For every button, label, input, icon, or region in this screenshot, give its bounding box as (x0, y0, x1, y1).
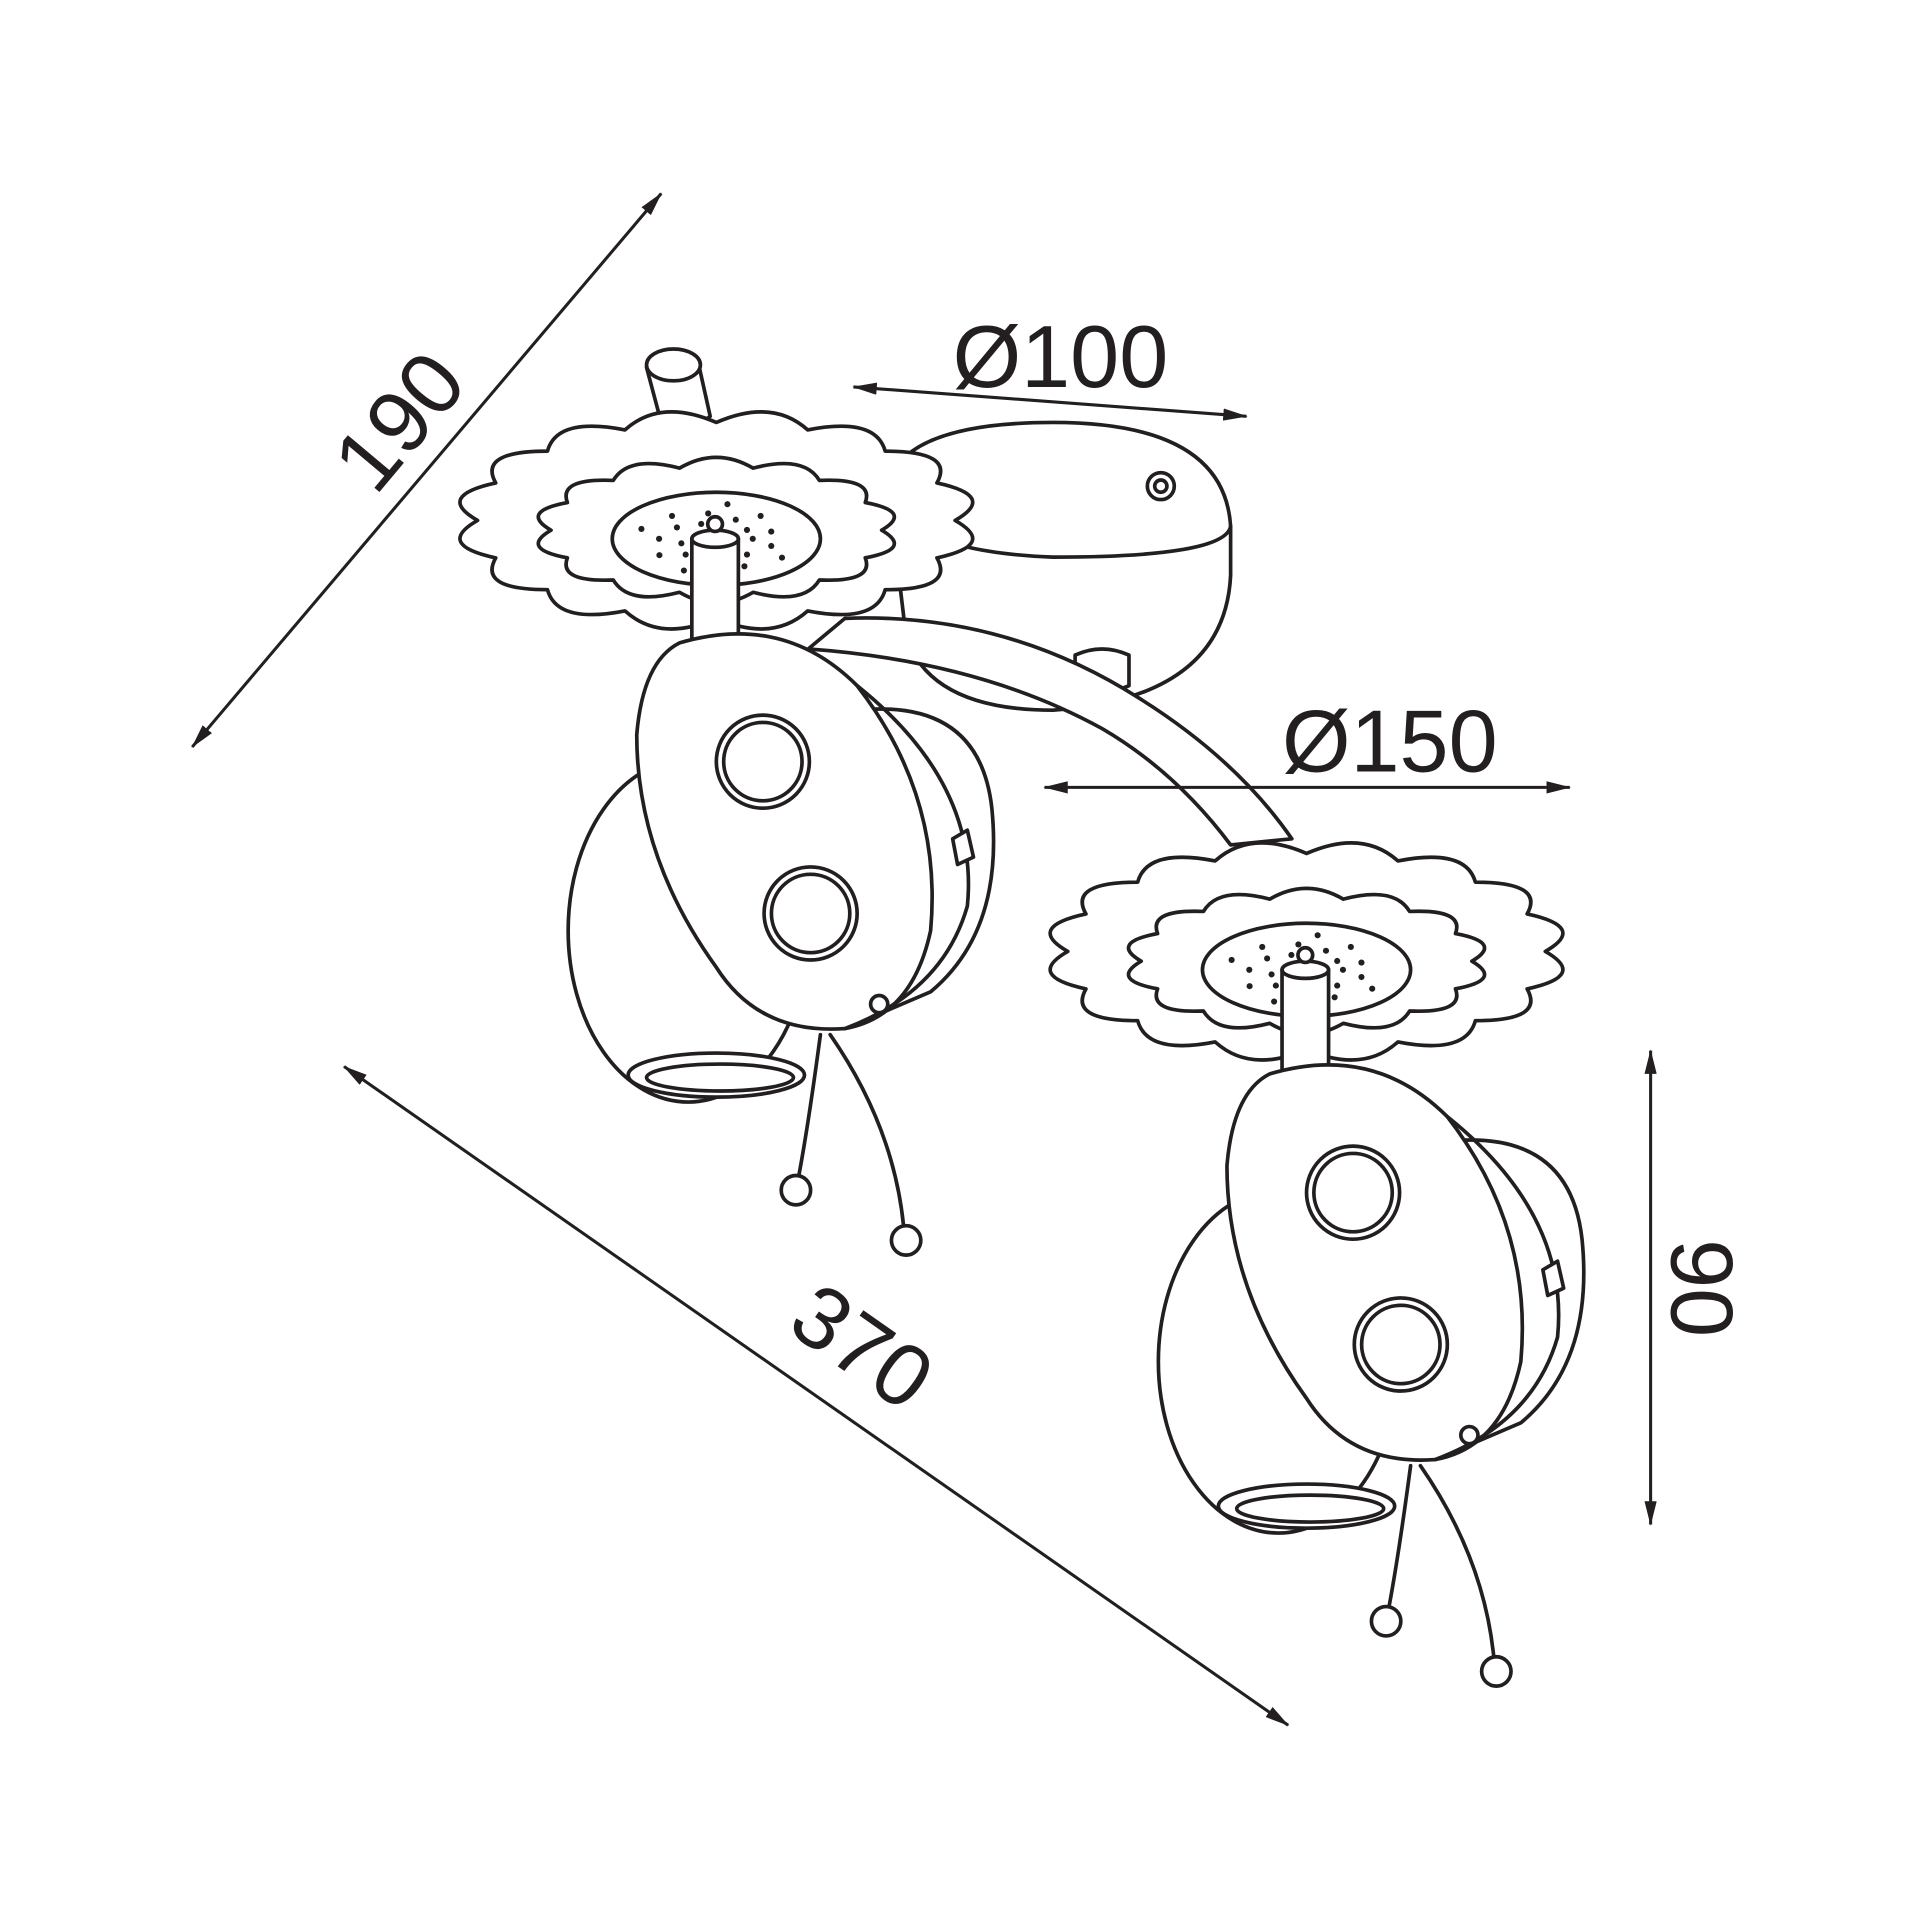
dimension-flower-diameter: Ø150 (1043, 691, 1572, 794)
dimension-height: 90 (1644, 1049, 1751, 1526)
screw (868, 993, 890, 1015)
dimension-length: 370 (343, 1065, 1290, 1727)
clip (950, 828, 976, 867)
dimension-depth-label: 190 (314, 333, 484, 509)
antenna-tip (1479, 1654, 1513, 1688)
lamp-head-2 (1048, 841, 1586, 1688)
antenna-tip (1369, 1604, 1403, 1638)
spot (714, 713, 812, 810)
clip (1541, 1259, 1566, 1298)
antenna (828, 1032, 906, 1229)
lamp-head-1 (458, 410, 996, 1257)
dimension-length-label: 370 (774, 1264, 951, 1429)
antenna-tip (779, 1173, 813, 1207)
dimension-canopy-diameter: Ø100 (852, 307, 1248, 421)
spot (1304, 1144, 1402, 1242)
dimension-flower-diameter-label: Ø150 (1282, 691, 1498, 790)
screw (1458, 1424, 1480, 1446)
antenna (1386, 1463, 1413, 1611)
spot (762, 865, 859, 962)
spot (1352, 1296, 1450, 1393)
dimension-height-label: 90 (1652, 1239, 1751, 1337)
antenna (1418, 1463, 1496, 1660)
antenna (796, 1032, 823, 1180)
dimension-canopy-diameter-label: Ø100 (953, 307, 1169, 406)
antenna-tip (889, 1223, 923, 1257)
